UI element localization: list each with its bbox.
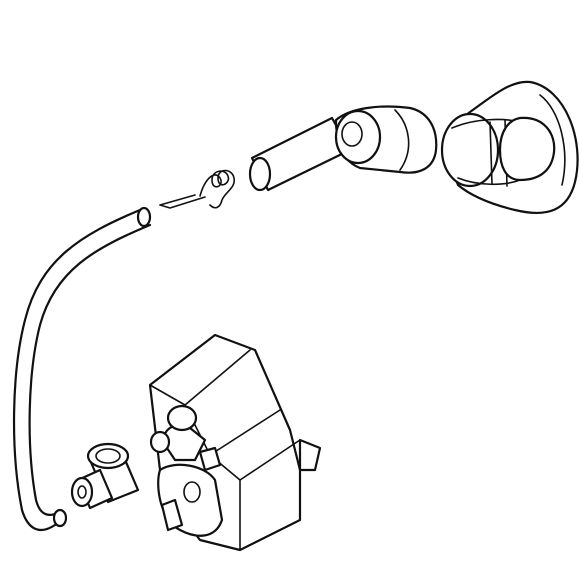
ignition-lead bbox=[12, 206, 152, 532]
boot-cap bbox=[440, 80, 579, 214]
spring-clip bbox=[159, 169, 235, 209]
ignition-module bbox=[148, 333, 322, 552]
spark-plug-cap bbox=[248, 105, 438, 192]
grommet bbox=[70, 442, 140, 510]
